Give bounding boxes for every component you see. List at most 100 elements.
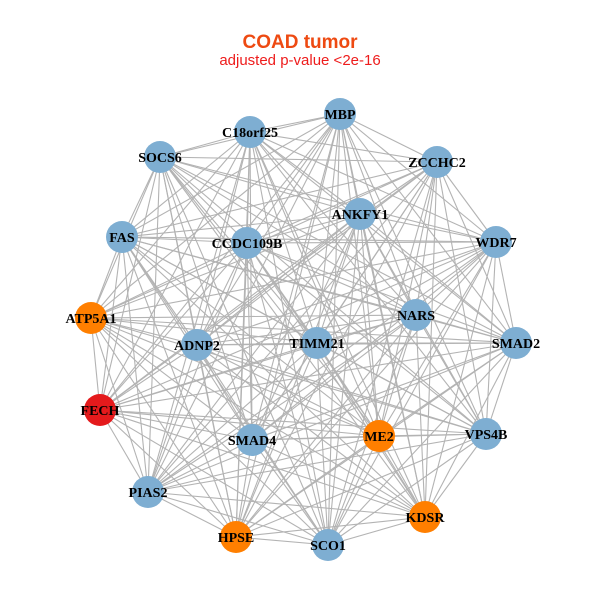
node-circle[interactable] — [234, 116, 266, 148]
edge-SOCS6-VPS4B — [159, 156, 487, 435]
edge-C18orf25-FAS — [121, 131, 251, 238]
edge-WDR7-HPSE — [235, 241, 497, 538]
node-smad4[interactable]: SMAD4 — [228, 424, 276, 456]
node-sco1[interactable]: SCO1 — [310, 529, 346, 561]
edge-ANKFY1-PIAS2 — [147, 213, 361, 493]
node-circle[interactable] — [220, 521, 252, 553]
node-circle[interactable] — [500, 327, 532, 359]
node-circle[interactable] — [84, 394, 116, 426]
edge-FECH-SCO1 — [99, 409, 329, 546]
node-wdr7[interactable]: WDR7 — [475, 226, 517, 258]
edge-ADNP2-ME2 — [196, 344, 380, 437]
node-fas[interactable]: FAS — [106, 221, 138, 253]
node-circle[interactable] — [409, 501, 441, 533]
node-circle[interactable] — [231, 227, 263, 259]
node-circle[interactable] — [301, 327, 333, 359]
node-adnp2[interactable]: ADNP2 — [174, 329, 220, 361]
edge-CCDC109B-ATP5A1 — [90, 242, 248, 319]
node-circle[interactable] — [312, 529, 344, 561]
edge-SOCS6-ANKFY1 — [159, 156, 361, 215]
edge-FECH-SMAD4 — [99, 409, 253, 441]
node-circle[interactable] — [344, 198, 376, 230]
edge-ZCCHC2-FAS — [121, 161, 438, 238]
edge-CCDC109B-SMAD4 — [246, 242, 253, 441]
edge-TIMM21-PIAS2 — [147, 342, 318, 493]
edge-FAS-SCO1 — [121, 236, 329, 546]
edge-ADNP2-HPSE — [196, 344, 237, 538]
node-timm21[interactable]: TIMM21 — [289, 327, 345, 359]
edge-C18orf25-ANKFY1 — [249, 131, 361, 215]
edge-VPS4B-HPSE — [235, 433, 487, 538]
node-circle[interactable] — [421, 146, 453, 178]
node-label: SMAD4 — [228, 434, 276, 449]
edge-ME2-PIAS2 — [147, 435, 380, 493]
edge-CCDC109B-SMAD2 — [246, 242, 517, 344]
node-nars[interactable]: NARS — [397, 299, 435, 331]
node-smad2[interactable]: SMAD2 — [492, 327, 540, 359]
edge-ATP5A1-ME2 — [90, 317, 380, 437]
edge-KDSR-SCO1 — [327, 516, 426, 546]
edge-ZCCHC2-CCDC109B — [246, 161, 438, 244]
edge-ADNP2-PIAS2 — [147, 344, 198, 493]
edge-C18orf25-FECH — [99, 131, 251, 411]
node-circle[interactable] — [236, 424, 268, 456]
node-atp5a1[interactable]: ATP5A1 — [65, 302, 117, 334]
edge-NARS-ADNP2 — [196, 314, 417, 346]
edge-ANKFY1-TIMM21 — [316, 213, 361, 344]
node-label: ADNP2 — [174, 339, 220, 354]
node-pias2[interactable]: PIAS2 — [129, 476, 168, 508]
node-circle[interactable] — [470, 418, 502, 450]
node-socs6[interactable]: SOCS6 — [138, 141, 182, 173]
node-circle[interactable] — [75, 302, 107, 334]
edge-CCDC109B-WDR7 — [246, 241, 497, 244]
edge-ADNP2-VPS4B — [196, 344, 487, 435]
edge-ATP5A1-KDSR — [90, 317, 426, 518]
node-me2[interactable]: ME2 — [363, 420, 395, 452]
node-circle[interactable] — [324, 98, 356, 130]
node-zcchc2[interactable]: ZCCHC2 — [408, 146, 466, 178]
edge-ANKFY1-WDR7 — [359, 213, 497, 243]
edge-NARS-SMAD2 — [415, 314, 517, 344]
edge-PIAS2-KDSR — [147, 491, 426, 518]
edge-CCDC109B-ADNP2 — [196, 242, 248, 346]
node-circle[interactable] — [106, 221, 138, 253]
edge-ANKFY1-SMAD2 — [359, 213, 517, 344]
node-circle[interactable] — [480, 226, 512, 258]
edge-ZCCHC2-ADNP2 — [196, 161, 438, 346]
edge-MBP-TIMM21 — [316, 113, 341, 344]
node-label: PIAS2 — [129, 486, 168, 501]
edge-ZCCHC2-NARS — [415, 161, 438, 316]
edge-ADNP2-SMAD2 — [196, 342, 517, 346]
node-fech[interactable]: FECH — [81, 394, 120, 426]
node-circle[interactable] — [181, 329, 213, 361]
node-label: FAS — [109, 231, 135, 246]
figure-title: COAD tumor — [242, 32, 358, 53]
edge-ADNP2-SMAD4 — [196, 344, 253, 441]
node-ankfy1[interactable]: ANKFY1 — [332, 198, 389, 230]
edge-TIMM21-FECH — [99, 342, 318, 411]
edge-FAS-HPSE — [121, 236, 237, 538]
node-hpse[interactable]: HPSE — [218, 521, 255, 553]
node-c18orf25[interactable]: C18orf25 — [222, 116, 278, 148]
node-kdsr[interactable]: KDSR — [406, 501, 446, 533]
edge-SMAD4-HPSE — [235, 439, 253, 538]
node-ccdc109b[interactable]: CCDC109B — [212, 227, 283, 259]
node-label: SMAD2 — [492, 337, 540, 352]
edge-WDR7-SMAD4 — [251, 241, 497, 441]
edge-CCDC109B-SCO1 — [246, 242, 329, 546]
edge-ATP5A1-NARS — [90, 314, 417, 319]
edge-PIAS2-HPSE — [147, 491, 237, 538]
node-circle[interactable] — [144, 141, 176, 173]
edge-WDR7-VPS4B — [485, 241, 497, 435]
edge-ATP5A1-SMAD4 — [90, 317, 253, 441]
node-circle[interactable] — [400, 299, 432, 331]
edge-FAS-PIAS2 — [121, 236, 149, 493]
edge-WDR7-ME2 — [378, 241, 497, 437]
node-vps4b[interactable]: VPS4B — [465, 418, 508, 450]
edge-NARS-HPSE — [235, 314, 417, 538]
node-circle[interactable] — [132, 476, 164, 508]
node-mbp[interactable]: MBP — [324, 98, 356, 130]
node-label: ME2 — [364, 430, 394, 445]
edge-FECH-VPS4B — [99, 409, 487, 435]
node-circle[interactable] — [363, 420, 395, 452]
